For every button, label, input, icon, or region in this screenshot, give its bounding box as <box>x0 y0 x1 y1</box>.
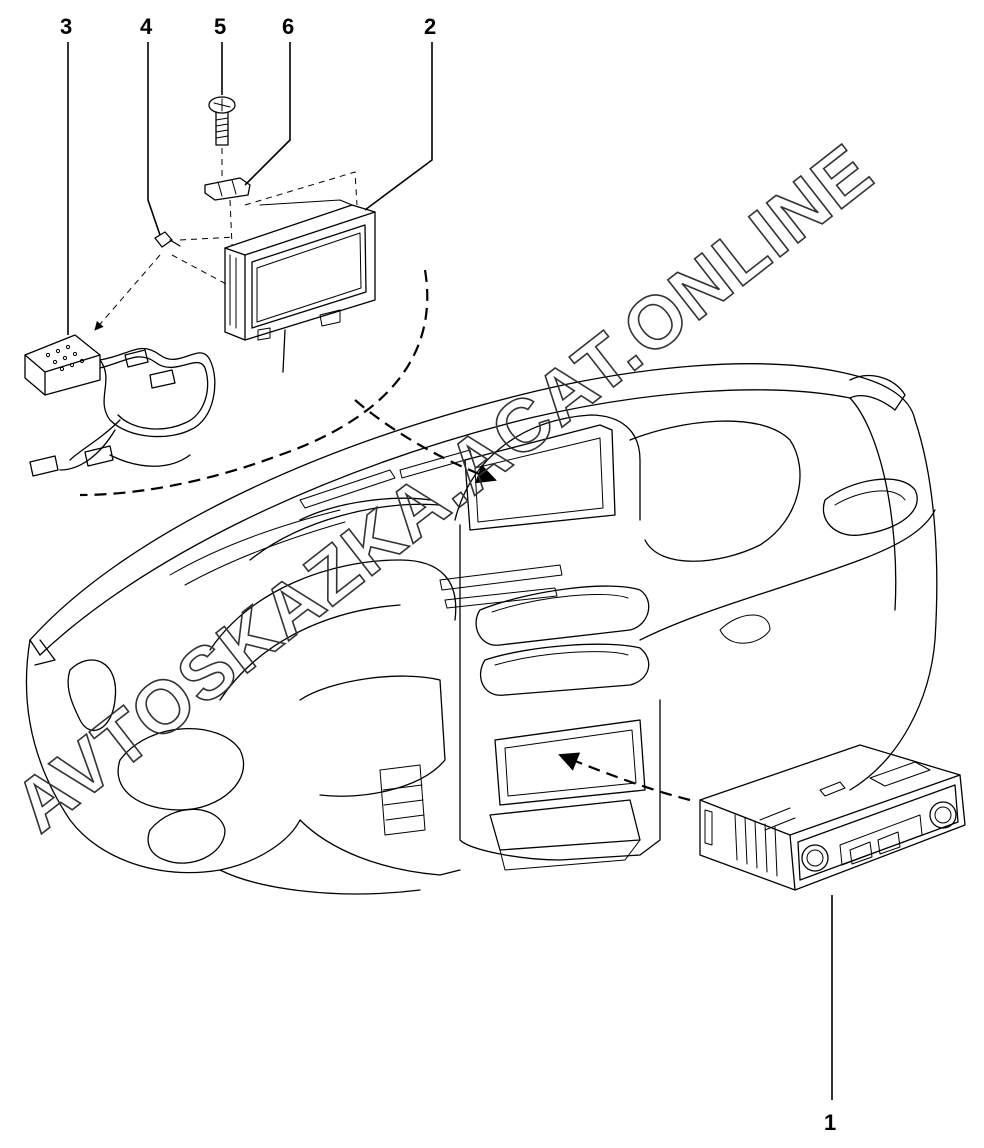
screw <box>208 96 236 180</box>
leader-lines <box>67 42 833 1100</box>
mounting-clip <box>204 177 251 246</box>
speaker-harness <box>24 334 216 477</box>
callout-5: 5 <box>214 14 226 39</box>
leader-6 <box>244 42 291 186</box>
callout-2: 2 <box>424 14 436 39</box>
arrow-display-to-dash <box>354 399 497 484</box>
pointer-speaker <box>94 254 161 331</box>
radio-head-unit <box>699 744 966 891</box>
leader-2 <box>364 42 433 211</box>
callout-1: 1 <box>824 1110 836 1135</box>
arrow-radio-to-dash <box>558 752 691 802</box>
grouping-curve <box>79 269 429 497</box>
callout-3: 3 <box>60 14 72 39</box>
display-unit <box>224 171 376 373</box>
small-screw <box>154 231 236 286</box>
callout-6: 6 <box>282 14 294 39</box>
leader-4 <box>147 42 161 236</box>
instrument-panel <box>25 363 938 895</box>
callout-4: 4 <box>140 14 153 39</box>
